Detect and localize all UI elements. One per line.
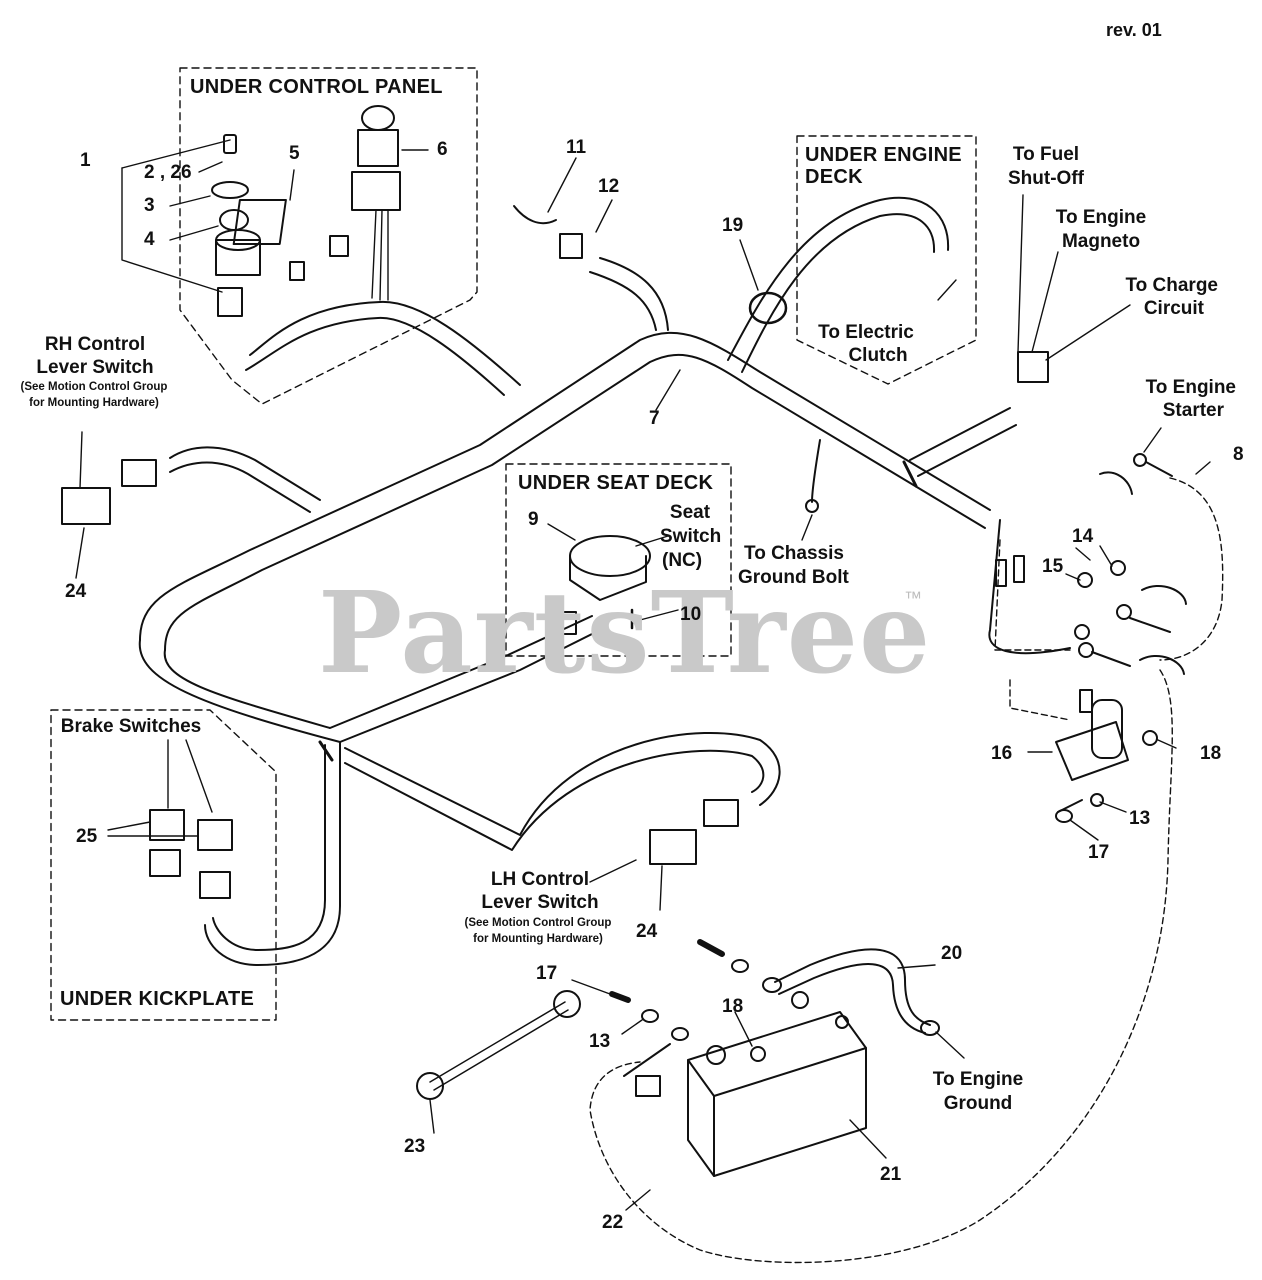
callout-23: 23 [404, 1136, 426, 1157]
callout-24a: 24 [65, 581, 87, 602]
kickplate-region [50, 709, 277, 1021]
callout-24b: 24 [636, 921, 658, 942]
callout-13a: 13 [1129, 808, 1151, 829]
engine-magneto-label-1: To Engine [1055, 207, 1147, 228]
pto-switch [351, 105, 401, 211]
grommet [748, 291, 788, 325]
seat-switch-label-2: Switch [660, 526, 722, 547]
electric-clutch-label-1: To Electric [818, 322, 914, 343]
main-harness [138, 196, 1017, 966]
fuel-shutoff-label-1: To Fuel [1012, 144, 1080, 165]
seat-deck-region [505, 463, 732, 657]
callout-5: 5 [289, 143, 300, 164]
callout-10: 10 [680, 604, 702, 625]
control-panel-region [179, 67, 478, 405]
callout-13b: 13 [589, 1031, 611, 1052]
region-under-engine-deck-line1: UNDER ENGINE [805, 144, 962, 166]
callout-20: 20 [941, 943, 963, 964]
engine-ground-label-1: To Engine [932, 1069, 1024, 1090]
charge-circuit-label-1: To Charge [1125, 275, 1218, 296]
callout-7: 7 [649, 408, 660, 429]
callout-11: 11 [566, 137, 587, 158]
switch-5 [232, 199, 287, 245]
starter-solenoid [1055, 689, 1129, 781]
callout-17a: 17 [1088, 842, 1110, 863]
callout-4: 4 [144, 229, 155, 250]
engine-ground-label-2: Ground [943, 1093, 1013, 1114]
region-under-kickplate: UNDER KICKPLATE [60, 988, 255, 1010]
rh-switch-label-2: Lever Switch [36, 357, 154, 378]
seat-switch-label-1: Seat [669, 502, 711, 523]
chassis-ground-label-2: Ground Bolt [738, 567, 849, 588]
callout-21: 21 [880, 1164, 902, 1185]
brake-switches-label: Brake Switches [60, 716, 202, 737]
callout-1: 1 [80, 150, 91, 171]
engine-magneto-label-2: Magneto [1061, 231, 1141, 252]
region-under-engine-deck-line2: DECK [805, 166, 863, 188]
callout-8: 8 [1233, 444, 1244, 465]
callout-16: 16 [991, 743, 1013, 764]
lh-switch-label-2: Lever Switch [481, 892, 599, 913]
rh-switch-note-2: for Mounting Hardware) [29, 397, 159, 409]
fuel-shutoff-label-2: Shut-Off [1008, 168, 1084, 189]
rh-switch-note-1: (See Motion Control Group [20, 381, 168, 393]
charge-circuit-label-2: Circuit [1143, 298, 1204, 319]
region-under-control-panel: UNDER CONTROL PANEL [190, 76, 443, 98]
trademark-symbol: ™ [904, 588, 922, 608]
lh-switch-note-1: (See Motion Control Group [464, 917, 612, 929]
callout-14: 14 [1072, 526, 1094, 547]
callout-6: 6 [437, 139, 448, 160]
lh-lever-switch [649, 829, 697, 865]
callout-12: 12 [598, 176, 620, 197]
callout-19: 19 [722, 215, 744, 236]
rh-lever-switch [61, 487, 111, 525]
engine-starter-label-1: To Engine [1145, 377, 1236, 398]
callout-15: 15 [1042, 556, 1064, 577]
chassis-ground-label-1: To Chassis [744, 543, 844, 564]
callout-2-26: 2 , 26 [144, 162, 192, 183]
battery [687, 991, 867, 1177]
lh-switch-note-2: for Mounting Hardware) [473, 933, 603, 945]
watermark-text: PartsTree [318, 568, 932, 699]
callout-17b: 17 [536, 963, 558, 984]
revision-label: rev. 01 [1106, 20, 1162, 40]
callout-3: 3 [144, 195, 155, 216]
engine-deck-region [796, 135, 977, 385]
seat-switch-label-3: (NC) [662, 550, 703, 571]
callout-18b: 18 [722, 996, 744, 1017]
key-switch-parts [211, 134, 261, 317]
engine-starter-label-2: Starter [1162, 400, 1224, 421]
callout-9: 9 [528, 509, 539, 530]
callout-22: 22 [602, 1212, 624, 1233]
region-under-seat-deck: UNDER SEAT DECK [518, 472, 714, 494]
callout-25: 25 [76, 826, 98, 847]
callout-18a: 18 [1200, 743, 1222, 764]
lh-switch-label-1: LH Control [490, 869, 590, 890]
rh-switch-label-1: RH Control [44, 334, 146, 355]
electric-clutch-label-2: Clutch [848, 345, 908, 366]
